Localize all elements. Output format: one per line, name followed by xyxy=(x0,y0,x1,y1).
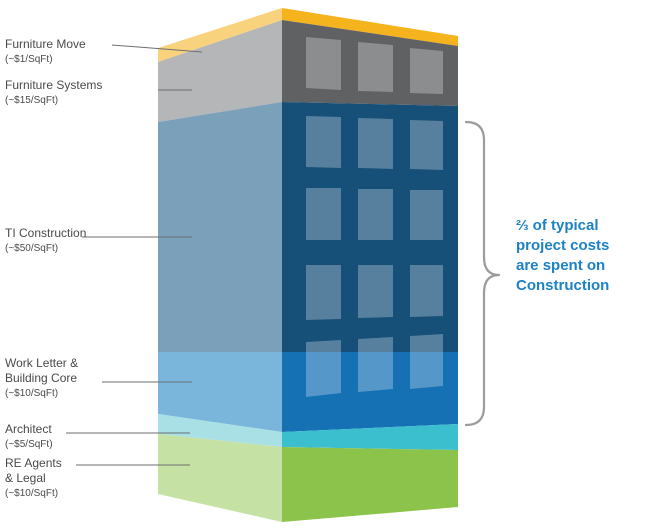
layer-cost: (~$15/SqFt) xyxy=(5,95,59,106)
layer-furniture-move-left-face xyxy=(158,8,282,62)
label-furniture-move: Furniture Move (~$1/SqFt) xyxy=(5,37,86,67)
layer-furniture-move-front-face xyxy=(282,8,458,46)
layer-name: Work Letter & Building Core xyxy=(5,356,79,385)
layer-name: Architect xyxy=(5,422,52,436)
window xyxy=(410,334,443,389)
window xyxy=(306,188,341,240)
layer-ti-construction-left-face xyxy=(158,102,282,352)
layer-work-letter-left-face xyxy=(158,352,282,432)
window xyxy=(410,120,443,170)
layer-architect-front-face xyxy=(282,424,458,450)
label-architect: Architect (~$5/SqFt) xyxy=(5,422,53,452)
label-work-letter: Work Letter & Building Core (~$10/SqFt) xyxy=(5,356,78,401)
layer-name: Furniture Move xyxy=(5,37,86,51)
callout-line: project costs xyxy=(516,237,610,254)
window xyxy=(410,265,443,317)
window xyxy=(358,337,393,392)
window xyxy=(358,265,393,318)
layer-name: RE Agents & Legal xyxy=(5,456,62,485)
window xyxy=(410,48,443,94)
layer-cost: (~$10/SqFt) xyxy=(5,488,59,499)
window xyxy=(306,265,341,320)
layer-furniture-systems-left-face xyxy=(158,20,282,122)
layer-cost: (~$50/SqFt) xyxy=(5,243,59,254)
window xyxy=(410,190,443,240)
construction-callout: ⅔ of typical project costs are spent on … xyxy=(516,216,642,296)
curly-brace xyxy=(464,120,501,427)
callout-line: ⅔ of typical xyxy=(516,217,599,234)
layer-furniture-systems-front-face xyxy=(282,20,458,106)
window xyxy=(306,340,341,397)
window xyxy=(358,189,393,240)
label-furniture-systems: Furniture Systems (~$15/SqFt) xyxy=(5,78,102,108)
layer-cost: (~$5/SqFt) xyxy=(5,439,53,450)
layer-work-letter-front-face xyxy=(282,352,458,432)
layer-cost: (~$1/SqFt) xyxy=(5,54,53,65)
window xyxy=(306,116,341,168)
callout-line: Construction xyxy=(516,277,610,294)
window xyxy=(358,42,393,92)
label-re-agents: RE Agents & Legal (~$10/SqFt) xyxy=(5,456,62,501)
leader-line xyxy=(111,44,203,53)
label-ti-construction: TI Construction (~$50/SqFt) xyxy=(5,226,86,256)
window xyxy=(306,37,341,90)
layer-re-agents-front-face xyxy=(282,447,458,522)
callout-line: are spent on xyxy=(516,257,606,274)
layer-architect-left-face xyxy=(158,414,282,447)
layer-name: TI Construction xyxy=(5,226,87,240)
layer-name: Furniture Systems xyxy=(5,78,103,92)
window xyxy=(358,118,393,169)
layer-cost: (~$10/SqFt) xyxy=(5,388,59,399)
layer-re-agents-left-face xyxy=(158,434,282,522)
layer-ti-construction-front-face xyxy=(282,102,458,352)
